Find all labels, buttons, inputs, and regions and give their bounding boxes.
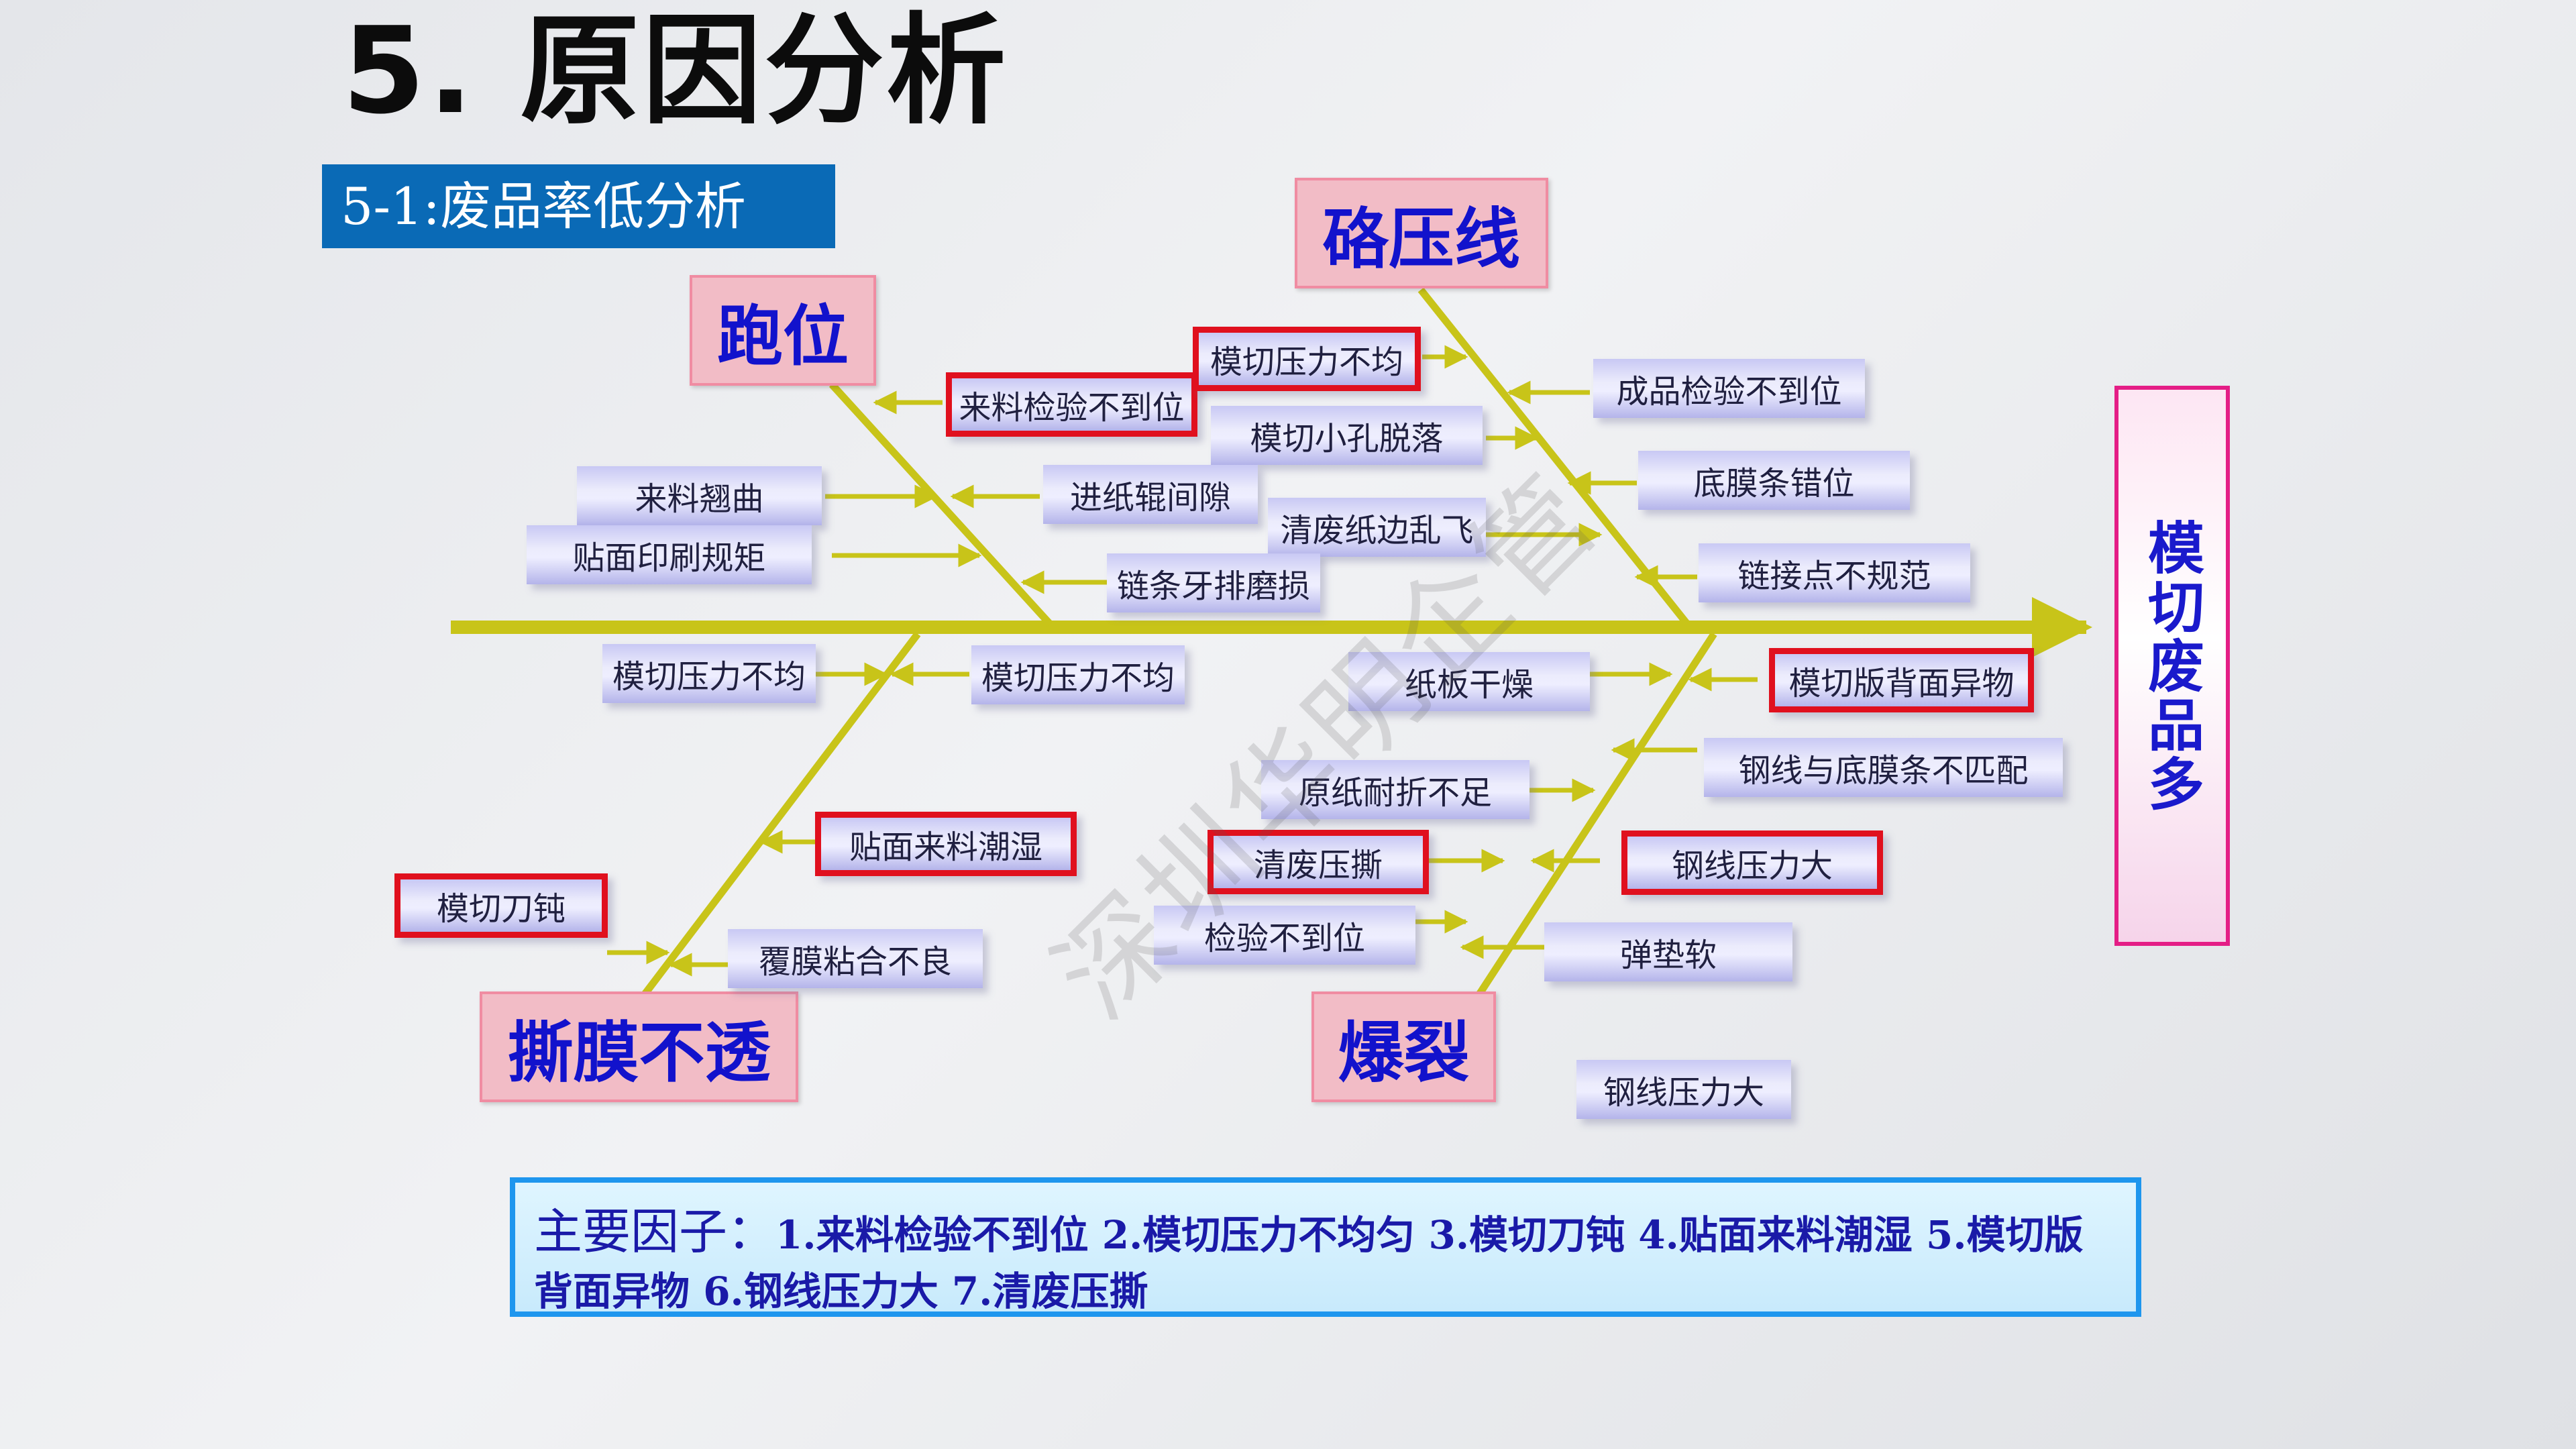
cause-link-point: 链接点不规范 [1699,543,1970,602]
cause-steel-line-pressure-2: 钢线压力大 [1576,1060,1791,1119]
category-simo-label: 撕膜不透 [507,1014,771,1091]
cause-die-knife-dull: 模切刀钝 [394,873,608,938]
cause-waste-clearing-tear: 清废压撕 [1208,830,1429,894]
summary-label: 主要因子： [534,1203,776,1260]
bone-simo [637,631,921,1002]
summary-box: 主要因子：1.来料检验不到位 2.模切压力不均匀 3.模切刀钝 4.贴面来料潮湿… [510,1177,2141,1317]
section-subtitle: 5-1:废品率低分析 [341,176,746,236]
cause-film-strip-misalign: 底膜条错位 [1638,451,1910,510]
cause-paper-fold-weak: 原纸耐折不足 [1261,760,1529,819]
category-paowei-label: 跑位 [716,298,849,375]
cause-incoming-inspection: 来料检验不到位 [946,372,1197,437]
cause-material-warp: 来料翘曲 [577,466,822,525]
bone-paowei [828,382,1053,627]
cause-chain-gripper-wear: 链条牙排磨损 [1107,553,1320,612]
subtitle-band [322,164,835,248]
category-paowei: 跑位 [690,275,876,386]
cause-spring-pad-soft: 弹垫软 [1544,922,1792,981]
category-luoyaxian-label: 硌压线 [1322,201,1520,278]
summary-text: 1.来料检验不到位 2.模切压力不均匀 3.模切刀钝 4.贴面来料潮湿 5.模切… [534,1212,2084,1314]
cause-inspection-lax: 检验不到位 [1154,906,1415,965]
cause-die-pressure-uneven-mid: 模切压力不均 [971,645,1185,704]
cause-facing-damp: 贴面来料潮湿 [815,812,1077,876]
category-simo: 撕膜不透 [480,991,798,1102]
cause-print-register: 贴面印刷规矩 [527,525,812,584]
bone-baolie [1472,631,1717,1002]
category-baolie-label: 爆裂 [1338,1014,1470,1091]
cause-feed-roller-gap: 进纸辊间隙 [1043,465,1258,524]
cause-product-inspection: 成品检验不到位 [1593,359,1865,418]
cause-steel-line-mismatch: 钢线与底膜条不匹配 [1704,738,2063,797]
effect-box [2114,386,2230,946]
cause-board-dry: 纸板干燥 [1348,652,1590,711]
cause-steel-line-pressure: 钢线压力大 [1621,830,1883,895]
cause-die-pressure-uneven-top: 模切压力不均 [1193,327,1421,391]
page-title: 5. 原因分析 [342,1,1009,140]
category-baolie: 爆裂 [1311,991,1496,1102]
cause-small-hole-drop: 模切小孔脱落 [1211,406,1483,465]
effect-label: 模切废品多 [2139,518,2205,814]
cause-die-back-foreign: 模切版背面异物 [1769,648,2034,712]
cause-waste-edge-flying: 清废纸边乱飞 [1268,498,1486,557]
cause-lamination-bond: 覆膜粘合不良 [728,929,983,988]
cause-die-pressure-uneven-left: 模切压力不均 [602,644,816,703]
category-luoyaxian: 硌压线 [1295,178,1548,288]
